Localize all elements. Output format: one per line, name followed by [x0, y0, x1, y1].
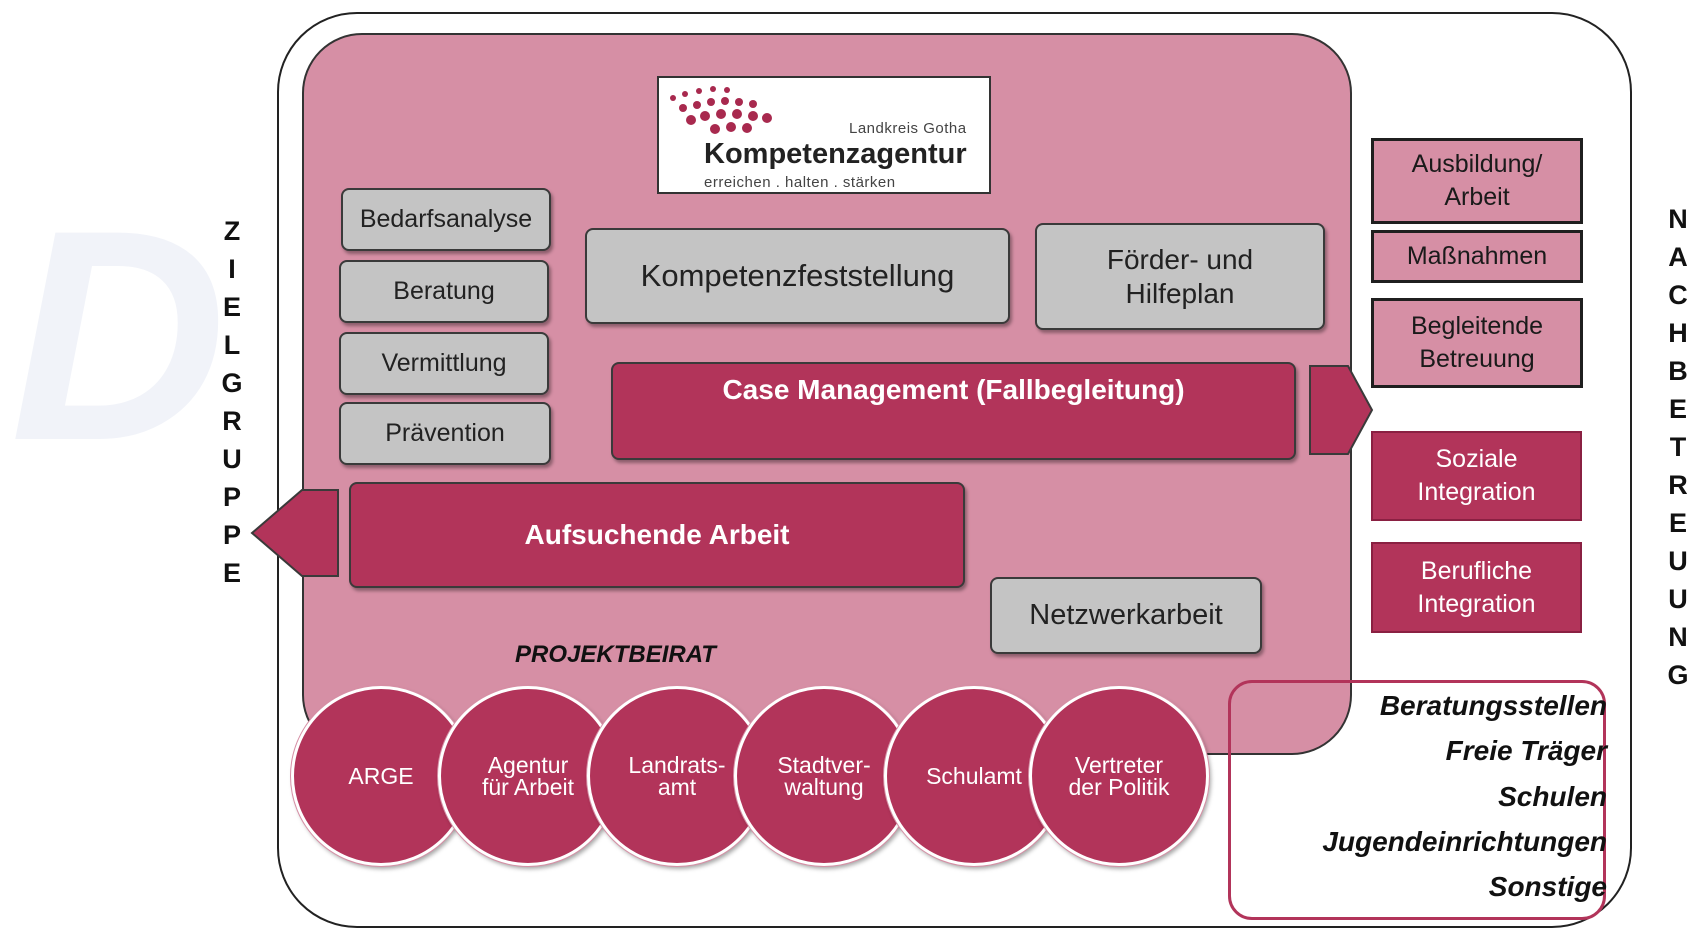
board-member-line1: Stadtver- — [777, 752, 871, 778]
partner-schulen: Schulen — [1498, 781, 1607, 812]
board-member-line1: Schulamt — [926, 763, 1022, 789]
praevention-box: Prävention — [339, 402, 551, 465]
berufliche-label-line2: Integration — [1417, 589, 1536, 618]
soziale-label-line1: Soziale — [1435, 445, 1518, 473]
board-member-line2: der Politik — [1068, 774, 1170, 800]
ausbildung-label-line1: Ausbildung/ — [1411, 150, 1543, 178]
case-management-label: Case Management (Fallbegleitung) — [722, 374, 1185, 405]
board-member-line2: für Arbeit — [481, 774, 575, 800]
ausbildung-arbeit-box: Ausbildung/ Arbeit — [1371, 138, 1583, 224]
zielgruppe-letter: P — [222, 482, 241, 512]
zielgruppe-letter: R — [222, 406, 242, 436]
logo-title: Kompetenzagentur — [704, 138, 967, 170]
nachbetreuung-letter: N — [1668, 204, 1687, 234]
bedarfsanalyse-label: Bedarfsanalyse — [359, 205, 533, 233]
nachbetreuung-letter: U — [1668, 584, 1687, 614]
massnahmen-label: Maßnahmen — [1406, 242, 1548, 270]
board-member-line1: Landrats- — [628, 752, 726, 778]
logo-district: Landkreis Gotha — [849, 120, 967, 137]
board-member-line2: amt — [657, 774, 697, 800]
soziale-integration-box: Soziale Integration — [1371, 431, 1582, 521]
kompetenzfeststellung-box: Kompetenzfeststellung — [585, 228, 1010, 324]
foerderplan-label-line1: Förder- und — [1106, 243, 1254, 275]
partner-jugendeinrichtungen: Jugendeinrichtungen — [1322, 826, 1607, 857]
praevention-label: Prävention — [385, 419, 505, 447]
vermittlung-box: Vermittlung — [339, 332, 549, 395]
aufsuchende-arbeit-bar: Aufsuchende Arbeit — [349, 482, 965, 588]
nachbetreuung-letter: A — [1668, 242, 1687, 272]
begleitende-label-line1: Begleitende — [1410, 312, 1544, 340]
board-member-line1: Agentur — [487, 752, 569, 778]
zielgruppe-letter: E — [222, 558, 241, 588]
nachbetreuung-label: N A C H B E T R E U U N G — [1658, 200, 1687, 694]
zielgruppe-label: Z I E L G R U P P E — [212, 212, 252, 592]
zielgruppe-letter: U — [222, 444, 242, 474]
zielgruppe-letter: G — [221, 368, 243, 398]
board-member-line1: Vertreter — [1074, 752, 1164, 778]
berufliche-integration-box: Berufliche Integration — [1371, 542, 1582, 633]
begleitende-betreuung-box: Begleitende Betreuung — [1371, 298, 1583, 388]
board-member-line1: ARGE — [348, 763, 414, 789]
partner-sonstige: Sonstige — [1488, 871, 1607, 902]
ausbildung-label-line2: Arbeit — [1444, 183, 1510, 211]
case-management-bar: Case Management (Fallbegleitung) — [611, 362, 1296, 460]
partner-freie-traeger: Freie Träger — [1445, 735, 1607, 766]
zielgruppe-letter: P — [222, 520, 241, 550]
berufliche-label-line1: Berufliche — [1420, 556, 1533, 585]
vermittlung-label: Vermittlung — [381, 349, 507, 377]
board-member-line2: waltung — [784, 774, 864, 800]
bedarfsanalyse-box: Bedarfsanalyse — [341, 188, 551, 251]
projektbeirat-label: PROJEKTBEIRAT — [515, 641, 716, 668]
partner-beratungsstellen: Beratungsstellen — [1379, 690, 1607, 721]
arrow-left-icon — [250, 489, 339, 577]
board-member-politik: Vertreter der Politik — [1029, 686, 1209, 866]
soziale-label-line2: Integration — [1417, 478, 1536, 506]
dot-pattern-icon — [670, 86, 772, 134]
begleitende-label-line2: Betreuung — [1419, 345, 1535, 373]
zielgruppe-letter: L — [223, 330, 241, 360]
nachbetreuung-letter: H — [1668, 318, 1687, 348]
nachbetreuung-letter: N — [1668, 622, 1687, 652]
logo-tagline: erreichen . halten . stärken — [704, 174, 896, 191]
nachbetreuung-letter: E — [1668, 508, 1687, 538]
nachbetreuung-letter: U — [1668, 546, 1687, 576]
beratung-box: Beratung — [339, 260, 549, 323]
foerder-hilfeplan-box: Förder- und Hilfeplan — [1035, 223, 1325, 330]
nachbetreuung-letter: B — [1668, 356, 1687, 386]
aufsuchende-arbeit-label: Aufsuchende Arbeit — [524, 519, 790, 550]
nachbetreuung-letter: T — [1669, 432, 1687, 462]
zielgruppe-letter: Z — [223, 216, 241, 246]
arrow-right-icon — [1309, 365, 1374, 455]
zielgruppe-letter: I — [228, 254, 236, 284]
foerderplan-label-line2: Hilfeplan — [1125, 277, 1235, 309]
zielgruppe-letter: E — [222, 292, 241, 322]
beratung-label: Beratung — [393, 277, 495, 305]
netzwerkarbeit-label: Netzwerkarbeit — [1029, 599, 1223, 631]
netzwerkarbeit-box: Netzwerkarbeit — [990, 577, 1262, 654]
nachbetreuung-letter: G — [1667, 660, 1687, 690]
massnahmen-box: Maßnahmen — [1371, 230, 1583, 283]
kompetenzfeststellung-label: Kompetenzfeststellung — [640, 258, 955, 293]
partners-box — [1228, 680, 1606, 920]
outer-frame — [277, 12, 1632, 928]
background-watermark: D — [10, 190, 227, 480]
nachbetreuung-letter: C — [1668, 280, 1687, 310]
nachbetreuung-letter: E — [1668, 394, 1687, 424]
nachbetreuung-letter: R — [1668, 470, 1687, 500]
kompetenzagentur-logo: Landkreis Gotha Kompetenzagentur erreich… — [657, 76, 991, 194]
